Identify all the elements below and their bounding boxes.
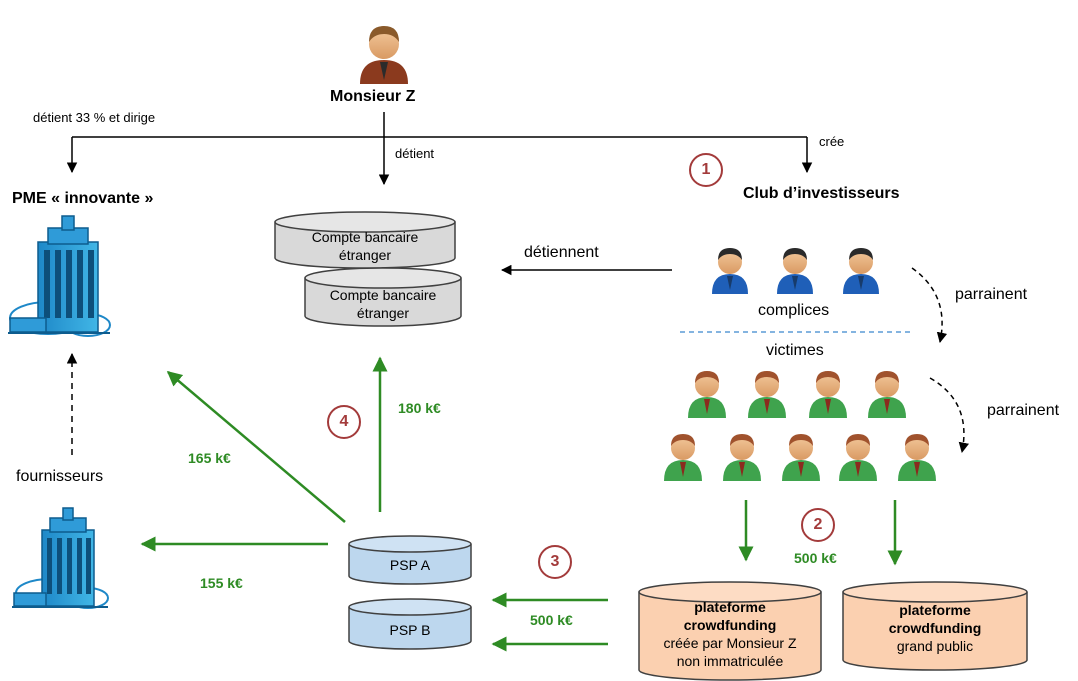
psp-a-to-pme-arrow — [166, 371, 346, 523]
bank-account-1-label: Compte bancaire étranger — [275, 228, 455, 264]
amount-500-psp: 500 k€ — [530, 612, 573, 628]
victim-person-icon — [839, 434, 877, 481]
club-label: Club d’investisseurs — [743, 185, 900, 202]
amount-180: 180 k€ — [398, 400, 441, 416]
platform-2-label: plateforme crowdfunding grand public — [843, 600, 1027, 656]
victim-person-icon — [898, 434, 936, 481]
bank-account-cylinder-1 — [274, 211, 456, 269]
step-4-badge: 4 — [327, 405, 361, 439]
platform-1-line1: créée par Monsieur Z — [663, 635, 797, 651]
platform-1-line2: non immatriculée — [676, 653, 784, 669]
edge-label-cree: crée — [819, 134, 845, 149]
edge-label-detient-33: détient 33 % et dirige — [33, 110, 156, 125]
step-3-badge: 3 — [538, 545, 572, 579]
complices-label: complices — [758, 302, 830, 319]
platform-crowdfunding-1-cylinder — [638, 581, 822, 681]
victim-person-icon — [748, 371, 786, 418]
platform-2-title2: crowdfunding — [888, 620, 982, 636]
platform-2-title1: plateforme — [899, 602, 971, 618]
victim-person-icon — [664, 434, 702, 481]
monsieur-z-links — [66, 112, 813, 186]
complices-group-icon — [712, 248, 879, 294]
parrainent-arrow-1 — [911, 267, 948, 344]
fournisseurs-building-icon — [12, 507, 109, 609]
parrainent-arrow-2 — [929, 377, 969, 454]
edge-label-parrainent-2: parrainent — [987, 402, 1060, 419]
amount-500-victims: 500 k€ — [794, 550, 837, 566]
monsieur-z-label: Monsieur Z — [330, 88, 416, 105]
bank-account-cylinder-2 — [304, 267, 462, 327]
platform-1-title1: plateforme — [694, 599, 766, 615]
bank-account-2-line2: étranger — [356, 305, 410, 321]
monsieur-z-person-icon — [360, 26, 408, 84]
bank-account-2-line1: Compte bancaire — [329, 287, 437, 303]
step-1-badge: 1 — [689, 153, 723, 187]
psp-b-label: PSP B — [389, 622, 431, 638]
victimes-group-icon — [664, 371, 936, 481]
step-2-badge: 2 — [801, 508, 835, 542]
victim-person-icon — [688, 371, 726, 418]
pme-building-icon — [8, 215, 111, 337]
pme-label: PME « innovante » — [12, 190, 154, 207]
edge-label-detiennent: détiennent — [524, 244, 599, 261]
victim-person-icon — [868, 371, 906, 418]
psp-a-cylinder — [348, 535, 472, 585]
fournisseurs-label: fournisseurs — [16, 468, 104, 485]
bank-account-1-line1: Compte bancaire — [311, 229, 419, 245]
platform-2-line1: grand public — [896, 638, 974, 654]
edge-label-parrainent-1: parrainent — [955, 286, 1028, 303]
victim-person-icon — [723, 434, 761, 481]
psp-a-label: PSP A — [389, 557, 431, 573]
victim-person-icon — [782, 434, 820, 481]
bank-account-1-line2: étranger — [338, 247, 392, 263]
psp-b-cylinder — [348, 598, 472, 650]
victimes-label: victimes — [766, 342, 824, 359]
platform-1-label: plateforme crowdfunding créée par Monsie… — [639, 598, 821, 670]
victim-person-icon — [809, 371, 847, 418]
amount-155: 155 k€ — [200, 575, 243, 591]
bank-account-2-label: Compte bancaire étranger — [305, 286, 461, 322]
amount-165: 165 k€ — [188, 450, 231, 466]
platform-1-title2: crowdfunding — [683, 617, 777, 633]
platform-crowdfunding-2-cylinder — [842, 581, 1028, 671]
edge-label-detient: détient — [395, 146, 435, 161]
